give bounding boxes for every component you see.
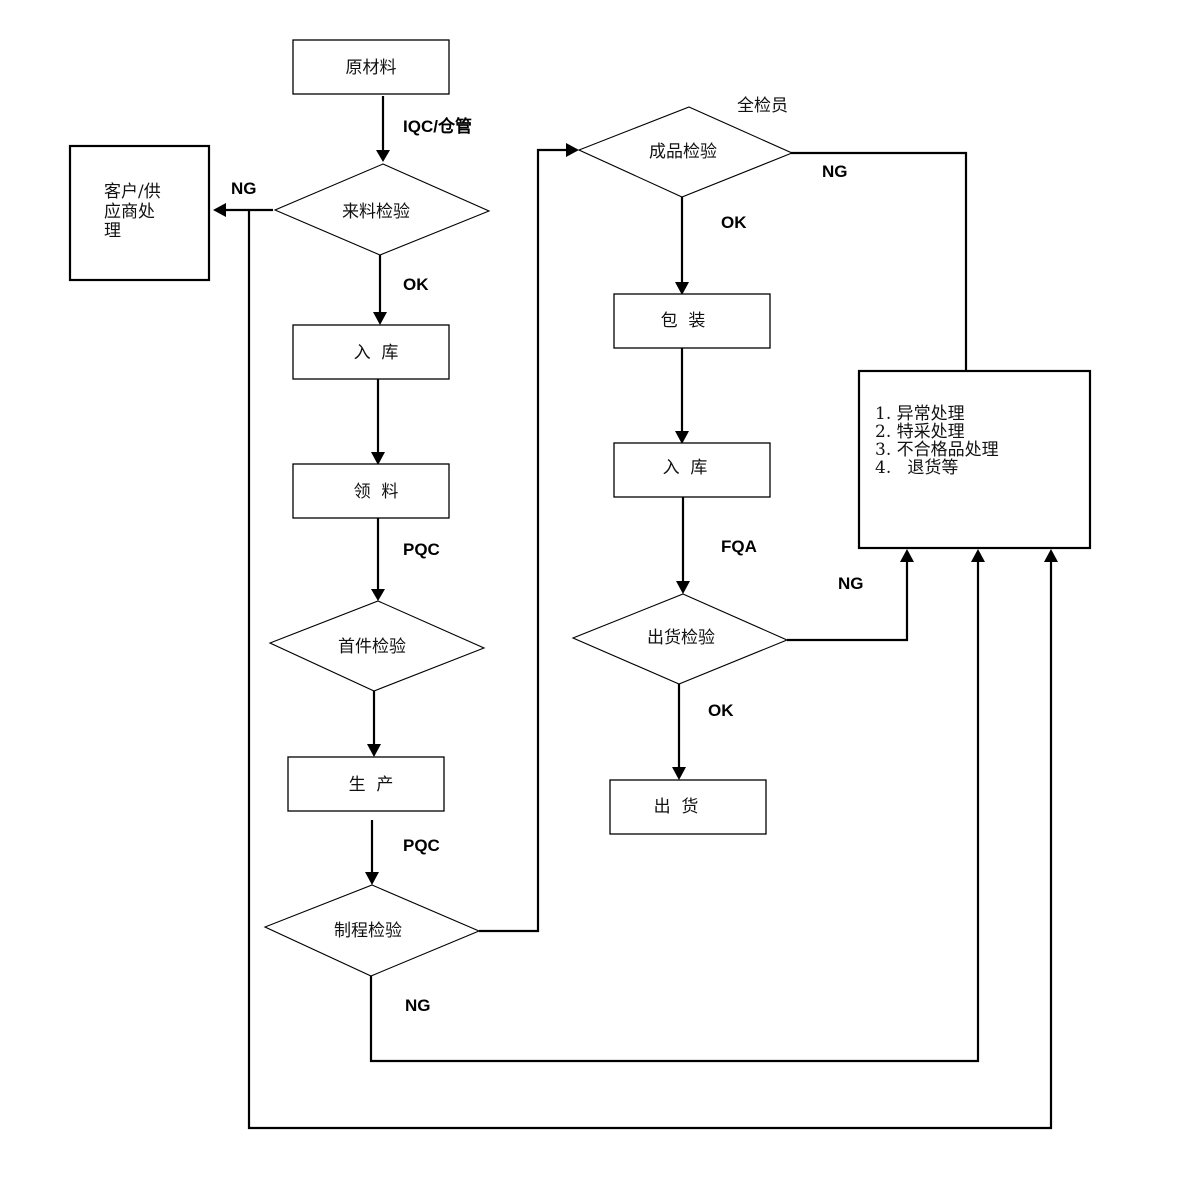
node-shipment: 出 货: [609, 779, 767, 835]
node-incoming-inspection: 来料检验: [273, 163, 491, 256]
node-label: 生 产: [349, 775, 394, 795]
label-inspector: 全检员: [737, 96, 788, 116]
arrowhead-icon: [373, 312, 387, 325]
edge-process-ng-to-exception: [369, 562, 980, 1063]
node-warehouse-in-2: 入 库: [613, 442, 771, 498]
arrowhead-icon: [675, 282, 689, 295]
node-shipment-inspection: 出货检验: [571, 593, 789, 685]
node-label: 入 库: [663, 458, 708, 478]
arrowhead-icon: [1044, 549, 1058, 562]
node-label: 入 库: [354, 343, 399, 363]
arrowhead-icon: [675, 431, 689, 444]
node-material-pick: 领 料: [292, 463, 450, 519]
arrowhead-icon: [971, 549, 985, 562]
exception-item: 2. 特采处理: [875, 422, 965, 442]
node-label: 首件检验: [338, 637, 406, 657]
node-label-line: 客户/供: [104, 182, 161, 202]
node-first-article-inspection: 首件检验: [268, 600, 486, 692]
arrowhead-icon: [376, 150, 390, 162]
node-label-line: 理: [104, 221, 121, 241]
node-process-inspection: 制程检验: [263, 884, 481, 977]
edge-labels: IQC/仓管 NG OK PQC PQC NG 全检员 NG OK FQA NG…: [231, 96, 864, 1015]
node-label: 制程检验: [334, 921, 402, 941]
label-pqc-2: PQC: [403, 836, 440, 855]
node-packaging: 包 装: [613, 293, 771, 349]
edge-process-to-finished: [479, 148, 567, 933]
connectors: [213, 96, 1058, 1130]
arrowhead-icon: [371, 452, 385, 465]
arrowhead-icon: [365, 872, 379, 885]
node-production: 生 产: [287, 756, 445, 812]
label-iqc: IQC/仓管: [403, 116, 472, 136]
node-label: 成品检验: [649, 142, 717, 162]
node-raw-material: 原材料: [292, 39, 450, 95]
arrowhead-icon: [371, 589, 385, 601]
node-customer-supplier: 客户/供 应商处 理: [68, 144, 211, 282]
arrowhead-icon: [566, 143, 579, 157]
exception-item: 1. 异常处理: [875, 404, 965, 424]
label-pqc-1: PQC: [403, 540, 440, 559]
label-process-ng: NG: [405, 996, 431, 1015]
label-finished-ok: OK: [721, 213, 747, 232]
label-shipment-ok: OK: [708, 701, 734, 720]
label-fqa: FQA: [721, 537, 757, 556]
node-label: 出货检验: [647, 628, 715, 648]
edge-incoming-loop-to-exception: [247, 210, 1053, 1130]
exception-item: 3. 不合格品处理: [875, 440, 999, 460]
arrowhead-icon: [676, 581, 690, 594]
node-label-line: 应商处: [104, 202, 155, 222]
arrowhead-icon: [900, 549, 914, 562]
label-shipment-ng: NG: [838, 574, 864, 593]
node-warehouse-in-1: 入 库: [292, 324, 450, 380]
node-label: 包 装: [661, 311, 706, 331]
arrowhead-icon: [213, 203, 226, 217]
node-label: 出 货: [654, 797, 699, 817]
node-label: 领 料: [354, 482, 399, 502]
exception-item: 4. 退货等: [875, 458, 958, 478]
node-finished-inspection: 成品检验: [577, 106, 794, 198]
node-label: 来料检验: [342, 202, 410, 222]
arrowhead-icon: [672, 767, 686, 780]
label-finished-ng: NG: [822, 162, 848, 181]
node-label: 原材料: [346, 58, 397, 78]
label-incoming-ok: OK: [403, 275, 429, 294]
edge-shipment-ng-to-exception: [787, 562, 909, 642]
label-incoming-ng: NG: [231, 179, 257, 198]
edge-finished-ng-to-exception: [791, 151, 968, 370]
node-exception-handling: 1. 异常处理 2. 特采处理 3. 不合格品处理 4. 退货等: [857, 369, 1092, 550]
arrowhead-icon: [367, 744, 381, 757]
